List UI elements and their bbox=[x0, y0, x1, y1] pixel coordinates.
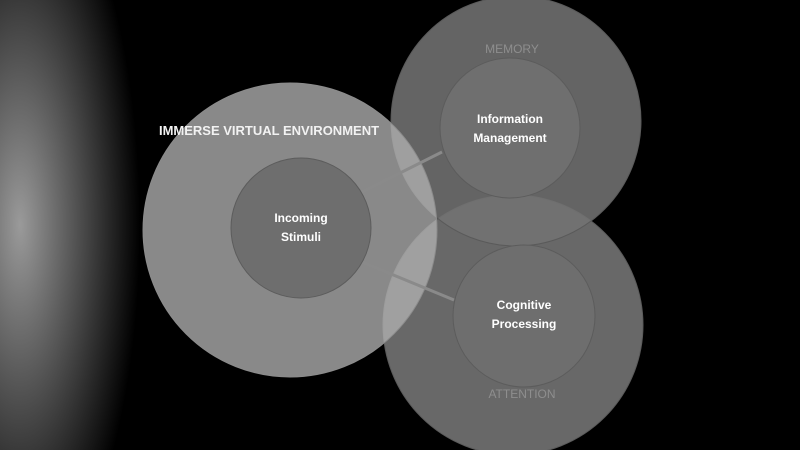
memory-label: MEMORY bbox=[485, 42, 539, 56]
information-management-line1: Information bbox=[477, 112, 543, 126]
attention-label: ATTENTION bbox=[488, 387, 555, 401]
incoming-stimuli-line2: Stimuli bbox=[281, 230, 321, 244]
connector-line-attention bbox=[361, 260, 455, 302]
cognitive-processing-line2: Processing bbox=[492, 317, 557, 331]
information-management-circle bbox=[439, 57, 581, 199]
incoming-stimuli-circle bbox=[230, 157, 372, 299]
environment-label: IMMERSE VIRTUAL ENVIRONMENT bbox=[159, 123, 379, 138]
cognitive-processing-line1: Cognitive bbox=[497, 298, 552, 312]
incoming-stimuli-line1: Incoming bbox=[274, 211, 327, 225]
cognitive-processing-circle bbox=[452, 244, 596, 388]
diagram-panel: IMMERSE VIRTUAL ENVIRONMENT MEMORY ATTEN… bbox=[142, 0, 658, 450]
connector-line-memory bbox=[359, 150, 443, 195]
information-management-line2: Management bbox=[473, 131, 546, 145]
venn-diagram: IMMERSE VIRTUAL ENVIRONMENT MEMORY ATTEN… bbox=[142, 0, 644, 450]
